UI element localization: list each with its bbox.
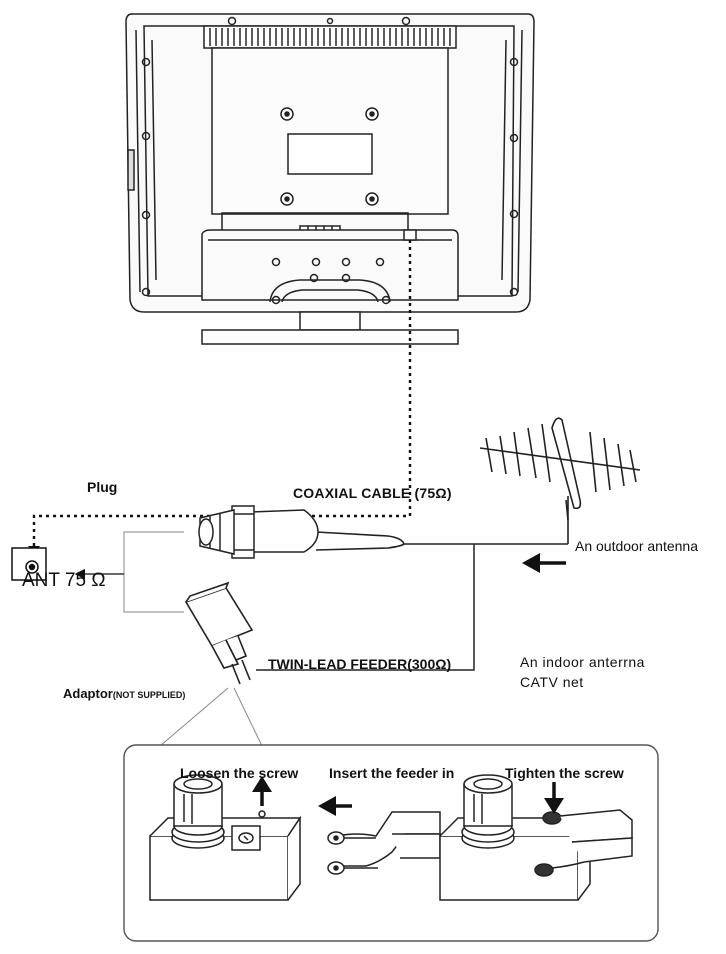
- step-insert-label: Insert the feeder in: [329, 765, 455, 781]
- tv-back-icon: [125, 13, 535, 345]
- twin-lead-text: TWIN-LEAD FEEDER(300: [268, 656, 436, 672]
- detail-leader: [159, 687, 263, 747]
- indoor-feed-line: [256, 544, 475, 671]
- step-tighten-label: Tighten the screw: [505, 765, 624, 781]
- twin-lead-ohm: Ω: [435, 656, 447, 672]
- coaxial-cable-ohm: Ω: [435, 485, 447, 501]
- insert-arrow: [318, 796, 352, 816]
- twin-lead-label: TWIN-LEAD FEEDER(300Ω): [268, 657, 451, 671]
- loosen-arrow: [252, 776, 272, 806]
- coaxial-cable-close: ): [446, 485, 452, 501]
- plug-label: Plug: [87, 479, 118, 495]
- adaptor-label: Adaptor(NOT SUPPLIED): [63, 687, 185, 700]
- adaptor-loose-icon: [149, 774, 302, 901]
- twin-lead-close: ): [446, 656, 452, 672]
- connector-bracket: [123, 531, 184, 613]
- indoor-antenna-label: An indoor anterrna: [520, 654, 645, 670]
- step-loosen-label: Loosen the screw: [180, 765, 299, 781]
- adaptor-icon: [184, 581, 254, 685]
- adaptor-tight-icon: [439, 774, 633, 901]
- outdoor-signal-arrow: [522, 553, 566, 573]
- outdoor-antenna-icon: [479, 417, 641, 521]
- coaxial-cable: [315, 496, 569, 551]
- adaptor-text: Adaptor: [63, 686, 113, 701]
- catv-label: CATV net: [520, 674, 584, 690]
- coaxial-cable-label: COAXIAL CABLE (75Ω): [293, 486, 452, 500]
- coaxial-cable-text: COAXIAL CABLE (75: [293, 485, 436, 501]
- coaxial-plug-icon: [198, 505, 319, 559]
- outdoor-antenna-label: An outdoor antenna: [575, 538, 698, 554]
- adaptor-note: (NOT SUPPLIED): [112, 690, 186, 700]
- antenna-socket-icon: [11, 547, 47, 581]
- ant-label: ANT 75 Ω: [22, 570, 106, 591]
- tighten-arrow: [544, 782, 564, 814]
